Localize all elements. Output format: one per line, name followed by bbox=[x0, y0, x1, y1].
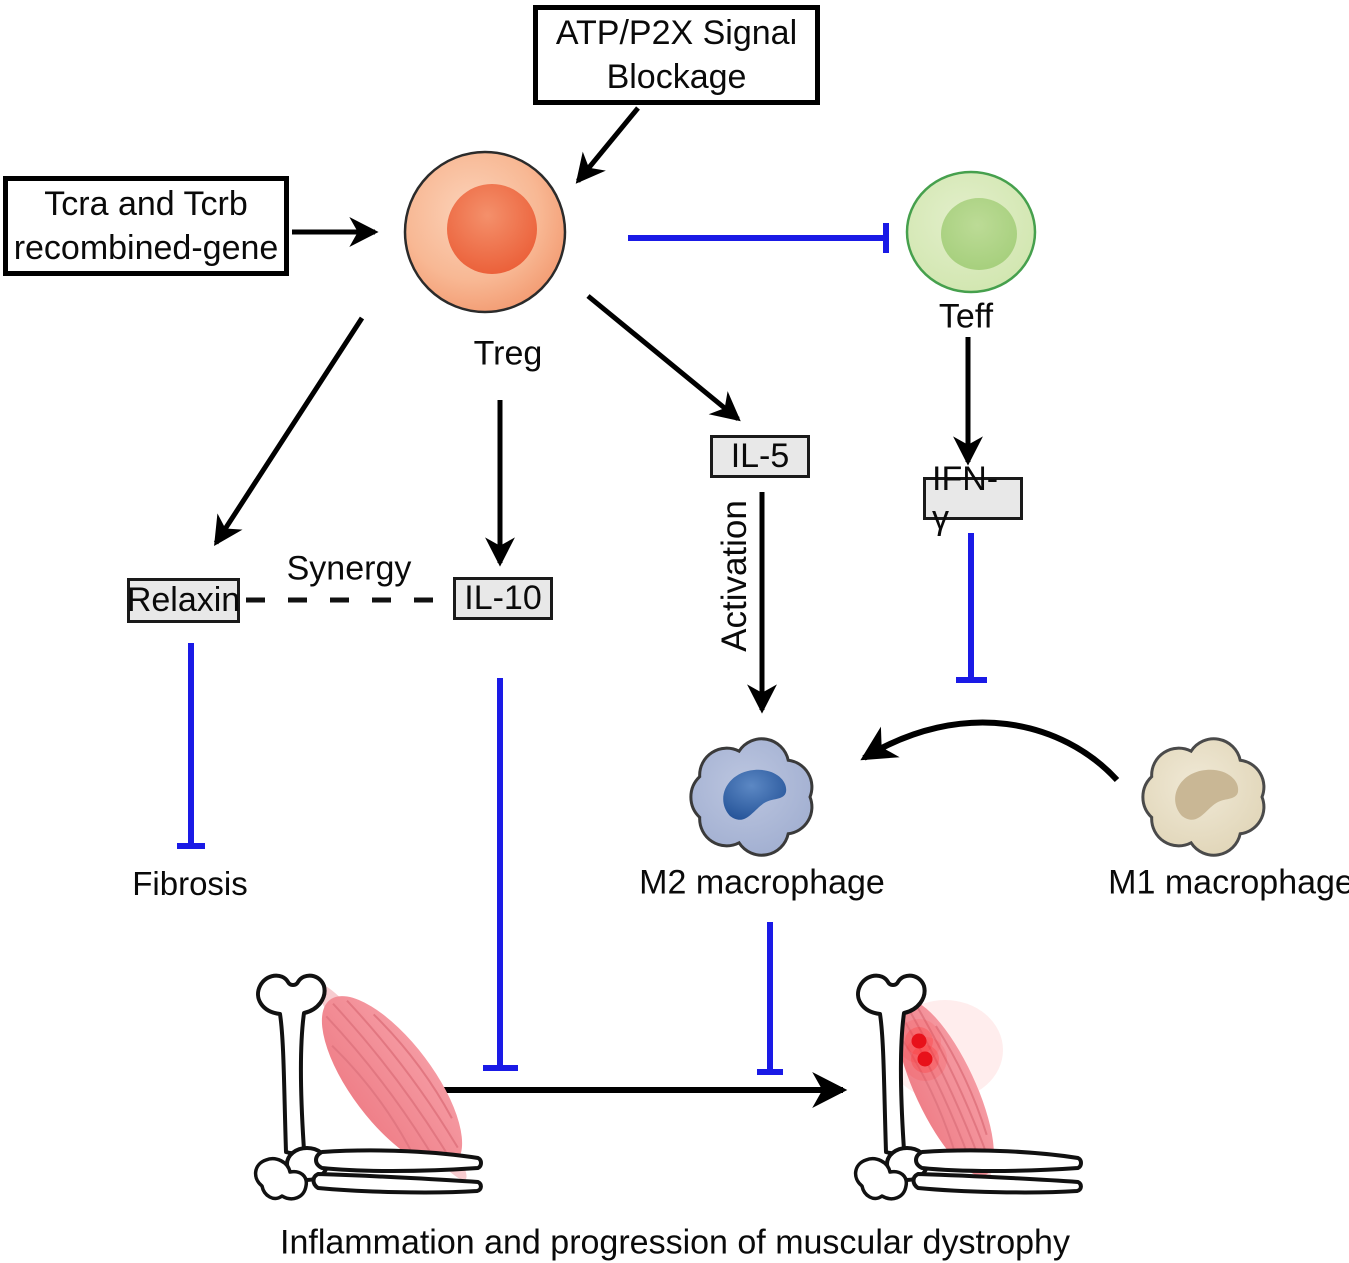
treg-label: Treg bbox=[473, 334, 543, 373]
synergy-label: Synergy bbox=[286, 549, 412, 588]
arrow-m1-to-m2 bbox=[860, 719, 1120, 783]
inhibit-relaxin-to-fibrosis bbox=[177, 643, 205, 849]
inhibition-lines bbox=[177, 223, 987, 1075]
relaxin-chip: Relaxin bbox=[127, 578, 240, 623]
atp-box-line1: ATP/P2X Signal bbox=[555, 14, 798, 52]
m2-macrophage-cell bbox=[689, 737, 814, 857]
caption: Inflammation and progression of muscular… bbox=[280, 1223, 1070, 1262]
m1-macrophage-cell bbox=[1141, 737, 1266, 857]
inflammation-spots bbox=[897, 1019, 947, 1081]
tcr-box-line2: recombined-gene bbox=[13, 229, 279, 267]
inhibit-treg-to-teff bbox=[628, 223, 889, 253]
inhibit-m2-to-progression bbox=[757, 922, 783, 1075]
arrow-atp-to-treg bbox=[575, 106, 640, 184]
il10-chip: IL-10 bbox=[453, 577, 553, 620]
tcr-recombined-gene-box: Tcra and Tcrb recombined-gene bbox=[3, 176, 289, 276]
healthy-muscle bbox=[317, 984, 467, 1180]
m2-macrophage-label: M2 macrophage bbox=[639, 863, 885, 902]
activation-arrows bbox=[213, 106, 1120, 1108]
inhibit-ifng-to-m2 bbox=[956, 533, 987, 683]
teff-label: Teff bbox=[938, 297, 994, 336]
ifng-chip: IFN-γ bbox=[923, 460, 1023, 537]
left-limb-illustration bbox=[253, 973, 483, 1201]
fibrosis-label: Fibrosis bbox=[132, 865, 248, 902]
arrow-treg-to-relaxin bbox=[213, 316, 365, 546]
atp-box-line2: Blockage bbox=[606, 58, 747, 96]
m1-macrophage-label: M1 macrophage bbox=[1108, 863, 1349, 902]
il5-chip: IL-5 bbox=[710, 435, 810, 478]
treg-cell bbox=[403, 150, 567, 314]
tcr-box-line1: Tcra and Tcrb bbox=[44, 185, 248, 223]
atp-p2x-blockage-box: ATP/P2X Signal Blockage bbox=[533, 5, 820, 105]
arrow-treg-to-il5 bbox=[586, 294, 741, 422]
activation-label: Activation bbox=[715, 500, 754, 652]
right-limb-illustration bbox=[853, 973, 1083, 1201]
inhibit-il10-to-progression bbox=[483, 678, 518, 1071]
teff-cell bbox=[905, 170, 1037, 294]
